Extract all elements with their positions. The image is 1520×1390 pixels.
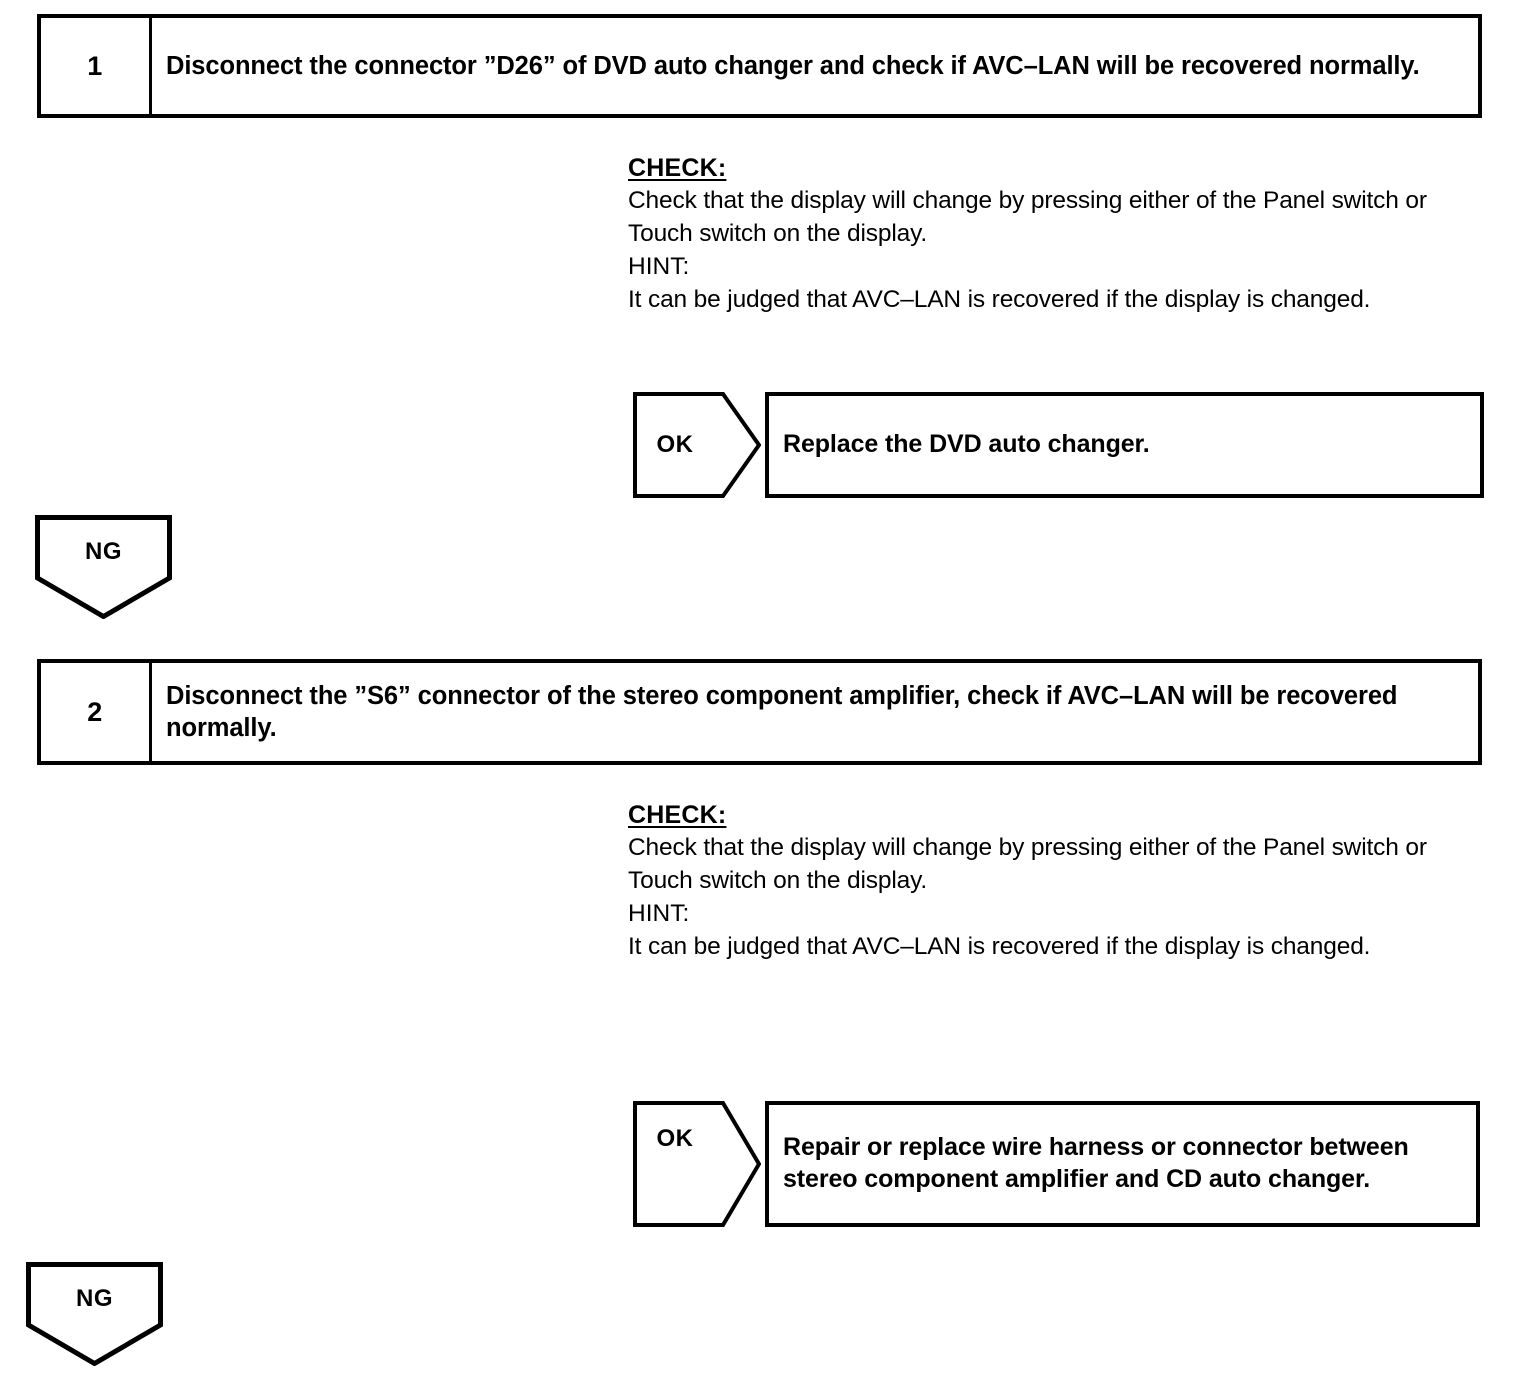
step-2-instruction-cell: Disconnect the ”S6” connector of the ste…: [152, 663, 1478, 761]
ng-arrow-icon: [26, 1262, 163, 1366]
step-2-box: 2 Disconnect the ”S6” connector of the s…: [37, 659, 1482, 765]
step-1-box: 1 Disconnect the connector ”D26” of DVD …: [37, 14, 1482, 118]
ok-arrow-icon: [633, 1101, 761, 1227]
step-2-ok-label: OK: [656, 1125, 694, 1152]
step-1-check-title: CHECK:: [628, 154, 727, 182]
step-2-hint-body: It can be judged that AVC–LAN is recover…: [628, 933, 1371, 961]
step-2-number-cell: 2: [41, 663, 152, 761]
step-2-instruction: Disconnect the ”S6” connector of the ste…: [166, 681, 1398, 742]
step-1-result-text: Replace the DVD auto changer.: [783, 430, 1150, 459]
step-2-result-text: Repair or replace wire harness or connec…: [783, 1133, 1409, 1193]
step-2-ng-badge: NG: [26, 1262, 163, 1366]
step-1-ok-pentagon: OK: [633, 392, 761, 498]
step-1-ng-badge: NG: [35, 515, 172, 619]
step-1-hint-title: HINT:: [628, 253, 690, 281]
step-2-number: 2: [87, 696, 103, 727]
step-2-hint-title: HINT:: [628, 900, 690, 928]
step-1-number: 1: [87, 50, 103, 81]
ok-arrow-icon: [633, 392, 761, 498]
step-1-check-body: Check that the display will change by pr…: [628, 186, 1427, 247]
step-2-check-title: CHECK:: [628, 801, 727, 829]
step-2-ok-branch: OK Repair or replace wire harness or con…: [633, 1101, 1480, 1227]
step-2-result-box: Repair or replace wire harness or connec…: [765, 1101, 1480, 1227]
step-2-ng-label: NG: [76, 1285, 113, 1312]
step-1-ok-branch: OK Replace the DVD auto changer.: [633, 392, 1484, 498]
step-2-check-body: Check that the display will change by pr…: [628, 833, 1427, 894]
step-1-result-box: Replace the DVD auto changer.: [765, 392, 1484, 498]
step-1-ng-label: NG: [85, 538, 122, 565]
step-1-ok-label: OK: [656, 431, 694, 458]
step-2-ok-pentagon: OK: [633, 1101, 761, 1227]
ng-arrow-icon: [35, 515, 172, 619]
step-1-instruction-cell: Disconnect the connector ”D26” of DVD au…: [152, 18, 1478, 114]
step-1-check-block: CHECK: Check that the display will chang…: [628, 153, 1483, 317]
step-1-number-cell: 1: [41, 18, 152, 114]
step-2-check-block: CHECK: Check that the display will chang…: [628, 800, 1483, 964]
step-1-instruction: Disconnect the connector ”D26” of DVD au…: [166, 51, 1420, 80]
step-1-hint-body: It can be judged that AVC–LAN is recover…: [628, 286, 1371, 314]
